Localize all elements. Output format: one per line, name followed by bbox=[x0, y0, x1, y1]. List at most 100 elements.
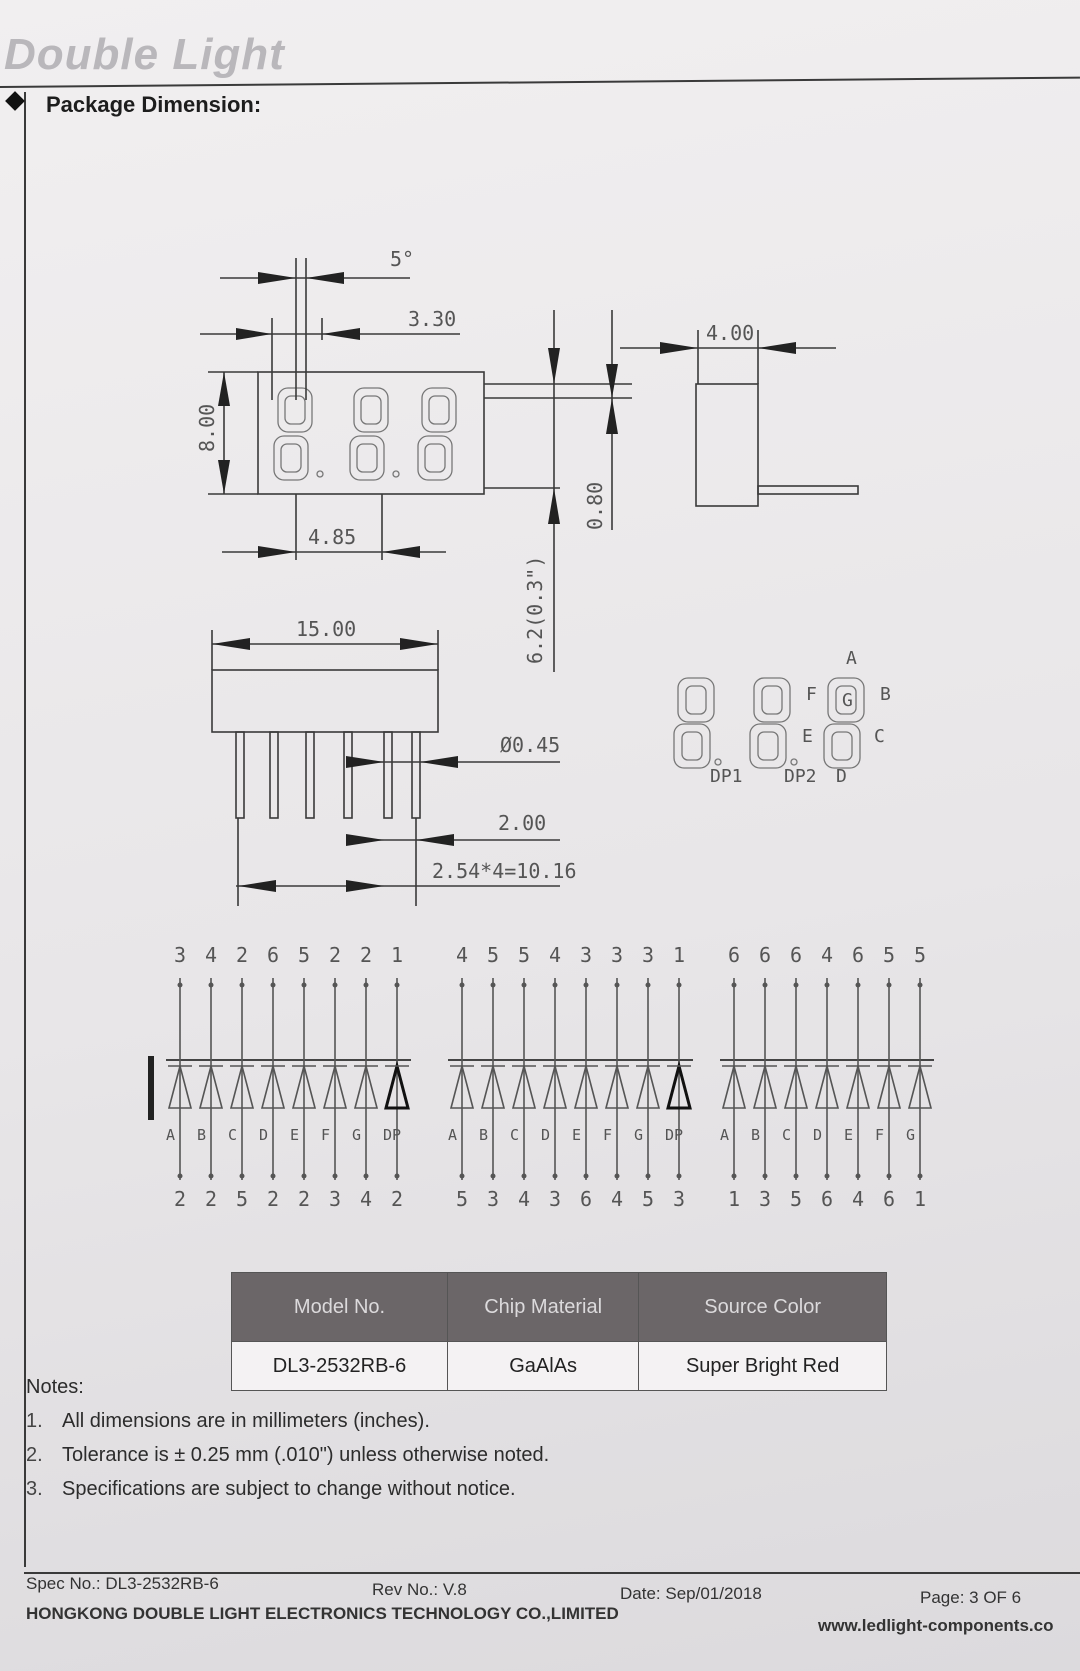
pin-number-top: 6 bbox=[267, 943, 279, 967]
segment-label: D bbox=[813, 1126, 822, 1144]
segment-label: A bbox=[720, 1126, 729, 1144]
diode-symbol bbox=[573, 1062, 599, 1109]
diode-symbol bbox=[752, 1062, 778, 1109]
lead-dot bbox=[645, 1173, 651, 1179]
spec-table-header: Model No. Chip Material Source Color bbox=[231, 1272, 887, 1342]
dim-8-00: 8.00 bbox=[195, 404, 219, 452]
lead-dot bbox=[583, 982, 589, 988]
segment-label: DP bbox=[383, 1126, 401, 1144]
diode-symbol bbox=[635, 1062, 661, 1109]
diode-symbol bbox=[229, 1062, 255, 1109]
lead-dot bbox=[490, 1173, 496, 1179]
lead-dot bbox=[793, 1173, 799, 1179]
lead-dot bbox=[177, 1173, 183, 1179]
dimension-arrows bbox=[212, 272, 796, 892]
note-number: 1. bbox=[26, 1410, 43, 1432]
header-model-no: Model No. bbox=[231, 1272, 448, 1342]
pin-number-bottom: 3 bbox=[759, 1187, 771, 1211]
lead-dot bbox=[886, 1173, 892, 1179]
pin-number-top: 6 bbox=[759, 943, 771, 967]
diode-symbol bbox=[845, 1062, 871, 1109]
pin-number-top: 6 bbox=[790, 943, 802, 967]
segment-label: DP bbox=[665, 1126, 683, 1144]
diode-symbol bbox=[666, 1060, 692, 1110]
pin-number-bottom: 5 bbox=[456, 1187, 468, 1211]
segment-label: C bbox=[510, 1126, 519, 1144]
lead-dot bbox=[332, 982, 338, 988]
segment-label: A bbox=[448, 1126, 457, 1144]
segment-label: G bbox=[906, 1126, 915, 1144]
lead-dot bbox=[614, 982, 620, 988]
segment-label: D bbox=[259, 1126, 268, 1144]
diode-symbol bbox=[480, 1062, 506, 1109]
lead-dot bbox=[394, 982, 400, 988]
diode-symbol bbox=[783, 1062, 809, 1109]
lead-dot bbox=[459, 1173, 465, 1179]
diode-symbol bbox=[721, 1062, 747, 1109]
note-item: 3.Specifications are subject to change w… bbox=[26, 1478, 516, 1501]
pin-number-top: 5 bbox=[914, 943, 926, 967]
dim-4-00: 4.00 bbox=[706, 321, 754, 345]
pin-number-top: 4 bbox=[549, 943, 561, 967]
pin-number-top: 3 bbox=[580, 943, 592, 967]
segment-label: C bbox=[782, 1126, 791, 1144]
brand-logo: Double Light bbox=[4, 30, 285, 79]
segment-label: D bbox=[541, 1126, 550, 1144]
lead-dot bbox=[583, 1173, 589, 1179]
segment-label: E bbox=[572, 1126, 581, 1144]
dim-0-80: 0.80 bbox=[583, 482, 607, 530]
pin-number-bottom: 2 bbox=[298, 1187, 310, 1211]
lead-dot bbox=[645, 982, 651, 988]
footer-rev-no: Rev No.: V.8 bbox=[372, 1580, 467, 1599]
footer-rule bbox=[24, 1572, 1080, 1574]
lead-dot bbox=[824, 1173, 830, 1179]
cell-model-no: DL3-2532RB-6 bbox=[231, 1341, 448, 1391]
pin-number-top: 6 bbox=[728, 943, 740, 967]
front-digits bbox=[273, 387, 457, 481]
segment-label: G bbox=[352, 1126, 361, 1144]
diode-symbol bbox=[876, 1062, 902, 1109]
pin-number-bottom: 2 bbox=[267, 1187, 279, 1211]
spec-table: Model No. Chip Material Source Color DL3… bbox=[231, 1272, 887, 1391]
diode-symbol bbox=[167, 1062, 193, 1109]
lead-dot bbox=[917, 982, 923, 988]
pin-number-bottom: 6 bbox=[821, 1187, 833, 1211]
segment-label: F bbox=[603, 1126, 612, 1144]
diode-symbol bbox=[384, 1060, 410, 1110]
segment-label-e: E bbox=[802, 726, 813, 747]
segment-label-b: B bbox=[880, 684, 891, 705]
pin-number-top: 1 bbox=[391, 943, 403, 967]
segment-label: B bbox=[479, 1126, 488, 1144]
lead-dot bbox=[731, 982, 737, 988]
pin-number-top: 6 bbox=[852, 943, 864, 967]
pin-number-bottom: 2 bbox=[391, 1187, 403, 1211]
lead-dot bbox=[793, 982, 799, 988]
lead-dot bbox=[177, 982, 183, 988]
lead-dot bbox=[855, 1173, 861, 1179]
lead-dot bbox=[731, 1173, 737, 1179]
pin-number-bottom: 4 bbox=[852, 1187, 864, 1211]
lead-dot bbox=[363, 982, 369, 988]
pin-number-bottom: 5 bbox=[642, 1187, 654, 1211]
pin-number-bottom: 6 bbox=[580, 1187, 592, 1211]
diode-symbol bbox=[907, 1062, 933, 1109]
dim-4-85: 4.85 bbox=[308, 525, 356, 549]
pin-number-top: 3 bbox=[642, 943, 654, 967]
dim-15-00: 15.00 bbox=[296, 617, 356, 641]
footer-page: Page: 3 OF 6 bbox=[920, 1588, 1022, 1607]
cell-source-color: Super Bright Red bbox=[638, 1341, 887, 1391]
footer-company: HONGKONG DOUBLE LIGHT ELECTRONICS TECHNO… bbox=[26, 1604, 619, 1623]
pin-number-bottom: 4 bbox=[360, 1187, 372, 1211]
diode-symbol bbox=[291, 1062, 317, 1109]
lead-dot bbox=[301, 1173, 307, 1179]
pin-number-top: 4 bbox=[456, 943, 468, 967]
pin-number-bottom: 6 bbox=[883, 1187, 895, 1211]
lead-dot bbox=[459, 982, 465, 988]
lead-dot bbox=[239, 982, 245, 988]
pin-number-bottom: 1 bbox=[914, 1187, 926, 1211]
header-source-color: Source Color bbox=[638, 1272, 887, 1342]
diode-symbol bbox=[260, 1062, 286, 1109]
dim-angle: 5° bbox=[390, 247, 414, 271]
